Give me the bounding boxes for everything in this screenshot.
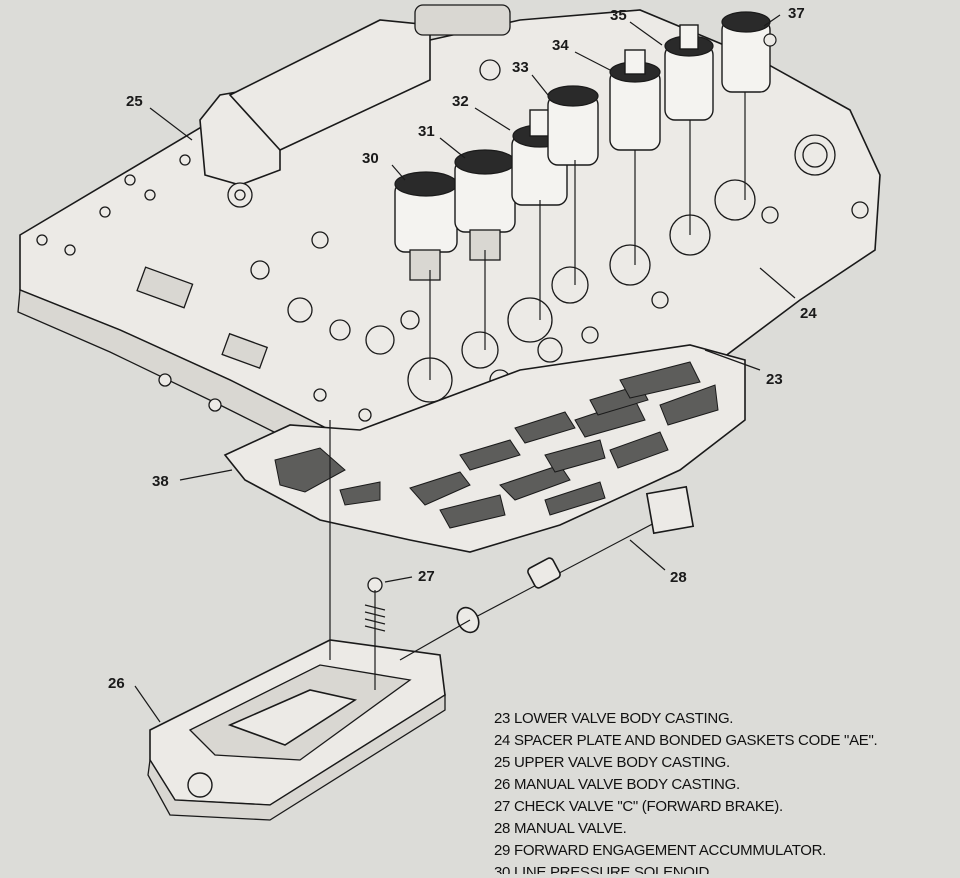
legend-item-30: 30 LINE PRESSURE SOLENOID <box>494 864 710 874</box>
solenoid-35 <box>664 24 714 121</box>
legend-item-26: 26 MANUAL VALVE BODY CASTING. <box>494 776 740 793</box>
line-pressure-solenoid <box>394 171 458 281</box>
solenoid-33 <box>547 85 599 166</box>
legend-item-29: 29 FORWARD ENGAGEMENT ACCUMMULATOR. <box>494 842 827 859</box>
solenoid-34 <box>609 49 661 151</box>
legend-item-27: 27 CHECK VALVE "C" (FORWARD BRAKE). <box>494 798 783 815</box>
manual-valve <box>456 485 695 634</box>
callout-31: 31 <box>418 123 435 140</box>
callout-labels: 25 24 23 38 26 27 28 30 31 32 33 34 35 3… <box>108 5 817 692</box>
solenoid-31 <box>454 149 516 261</box>
callout-23: 23 <box>766 371 783 388</box>
legend-item-24: 24 SPACER PLATE AND BONDED GASKETS CODE … <box>494 732 878 749</box>
callout-33: 33 <box>512 59 529 76</box>
callout-38: 38 <box>152 473 169 490</box>
parts-legend: 23 LOWER VALVE BODY CASTING. 24 SPACER P… <box>494 708 878 874</box>
callout-28: 28 <box>670 569 687 586</box>
spacer-plate-gasket <box>223 344 746 553</box>
callout-30: 30 <box>362 150 379 167</box>
legend-item-25: 25 UPPER VALVE BODY CASTING. <box>494 754 730 771</box>
legend-item-23: 23 LOWER VALVE BODY CASTING. <box>494 710 734 727</box>
callout-leaders <box>134 14 796 723</box>
manual-valve-body-casting <box>147 639 446 821</box>
legend-item-28: 28 MANUAL VALVE. <box>494 820 627 837</box>
callout-26: 26 <box>108 675 125 692</box>
solenoid-37 <box>721 11 777 93</box>
callout-34: 34 <box>552 37 569 54</box>
callout-27: 27 <box>418 568 435 585</box>
callout-24: 24 <box>800 305 817 322</box>
callout-25: 25 <box>126 93 143 110</box>
callout-32: 32 <box>452 93 469 110</box>
callout-37: 37 <box>788 5 805 22</box>
callout-35: 35 <box>610 7 627 24</box>
assembly-guide-lines <box>329 92 746 690</box>
